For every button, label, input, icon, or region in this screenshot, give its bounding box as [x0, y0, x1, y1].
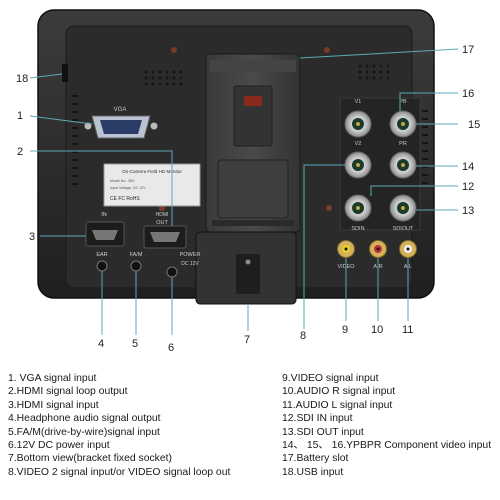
- legend-item-8: 8.VIDEO 2 signal input/or VIDEO signal l…: [8, 466, 231, 478]
- battery-slot: [205, 53, 301, 233]
- callout-6: 6: [168, 342, 174, 354]
- legend-item-13: 13.SDI OUT input: [282, 426, 364, 438]
- callout-1: 1: [17, 110, 23, 122]
- hdmi-out-label: OUT: [156, 220, 168, 226]
- legend-item-11: 11.AUDIO L signal input: [282, 399, 393, 411]
- legend-item-9: 9.VIDEO signal input: [282, 373, 379, 384]
- bnc-v1-port: [344, 110, 372, 138]
- callout-16: 16: [462, 88, 474, 100]
- screw: [326, 205, 332, 211]
- callout-numbers: 1 2 3 4 5 6 7 8 9 10 11 12 13 14 15 16 1…: [16, 44, 480, 354]
- legend-item-7: 7.Bottom view(bracket fixed socket): [8, 453, 173, 465]
- speaker-grille-right: [358, 64, 390, 80]
- legend-item-5: 5.FA/M(drive-by-wire)signal input: [8, 426, 160, 438]
- legend-item-14-16: 14、 15、 16.YPBPR Component video input: [282, 440, 492, 452]
- callout-9: 9: [342, 324, 348, 336]
- sticker-line-1: Model No.: 569: [110, 179, 134, 183]
- sdi-out-label: SDIOUT: [393, 226, 414, 232]
- callout-12: 12: [462, 181, 474, 193]
- sticker-title: On-Camera Field HD Monitor: [122, 169, 182, 174]
- legend-item-2: 2.HDMI signal loop output: [8, 386, 128, 398]
- bnc-v2-port: [344, 151, 372, 179]
- ear-label: EAR: [96, 252, 107, 258]
- callout-15: 15: [468, 119, 480, 131]
- callout-14: 14: [462, 161, 474, 173]
- sdi-in-label: SDIN: [351, 226, 364, 232]
- power-spec: DC 12V: [181, 261, 199, 267]
- legend-item-17: 17.Battery slot: [282, 453, 349, 465]
- spec-sticker: On-Camera Field HD Monitor Model No.: 56…: [103, 163, 201, 207]
- sticker-line-2: Input Voltage: DC 12V: [110, 186, 146, 190]
- callout-11: 11: [402, 324, 413, 336]
- screw: [324, 47, 330, 53]
- legend-left: 1. VGA signal input 2.HDMI signal loop o…: [8, 372, 230, 479]
- fam-label: FA/M: [130, 252, 143, 258]
- usb-port: [62, 64, 68, 82]
- callout-10: 10: [371, 324, 383, 336]
- callout-5: 5: [132, 338, 138, 350]
- leader-lines: [29, 48, 459, 335]
- headphone-port: [96, 260, 108, 272]
- rca-audio-l-port: [399, 240, 417, 258]
- bnc-sdi-in-port: [344, 194, 372, 222]
- legend-item-6: 6.12V DC power input: [8, 440, 110, 452]
- callout-7: 7: [244, 334, 250, 346]
- v2-label: V2: [355, 141, 362, 147]
- power-label: POWER: [180, 252, 201, 258]
- callout-8: 8: [300, 330, 306, 342]
- rca-video-port: [337, 240, 355, 258]
- bnc-pb-port: [389, 110, 417, 138]
- v1-label: V1: [355, 99, 362, 105]
- hdmi-in-port: [85, 221, 125, 247]
- hdmi-in-label: IN: [101, 212, 107, 218]
- bottom-mount: [195, 231, 297, 305]
- sticker-marks: CE FC RoHS: [110, 196, 140, 202]
- legend-item-10: 10.AUDIO R signal input: [282, 386, 396, 398]
- callout-2: 2: [17, 146, 23, 158]
- speaker-grille-left: [144, 70, 183, 86]
- callout-17: 17: [462, 44, 474, 56]
- power-port: [166, 266, 178, 278]
- vent-left: [72, 95, 78, 185]
- fam-port: [130, 260, 142, 272]
- vga-port: [84, 115, 158, 139]
- vent-right: [422, 110, 428, 184]
- callout-18: 18: [16, 73, 28, 85]
- callout-3: 3: [29, 231, 35, 243]
- callout-4: 4: [98, 338, 104, 350]
- hdmi-out-port: [143, 225, 187, 249]
- legend-item-3: 3.HDMI signal input: [8, 399, 99, 411]
- monitor-back-diagram: VGA On-Camera Field HD Monitor Model No.…: [16, 9, 480, 354]
- screw: [171, 47, 177, 53]
- pr-label: PR: [399, 141, 407, 147]
- vga-label: VGA: [114, 107, 127, 113]
- legend-item-12: 12.SDI IN input: [282, 413, 353, 425]
- bnc-sdi-out-port: [389, 194, 417, 222]
- bnc-pr-port: [389, 151, 417, 179]
- legend-item-18: 18.USB input: [282, 466, 344, 478]
- legend-item-1: 1. VGA signal input: [8, 373, 97, 384]
- legend-item-4: 4.Headphone audio signal output: [8, 413, 161, 425]
- rca-audio-r-port: [369, 240, 387, 258]
- hdmi-label: HDMI: [156, 212, 169, 218]
- pb-label: PB: [399, 99, 407, 105]
- legend-right: 9.VIDEO signal input 10.AUDIO R signal i…: [282, 372, 491, 479]
- callout-13: 13: [462, 205, 474, 217]
